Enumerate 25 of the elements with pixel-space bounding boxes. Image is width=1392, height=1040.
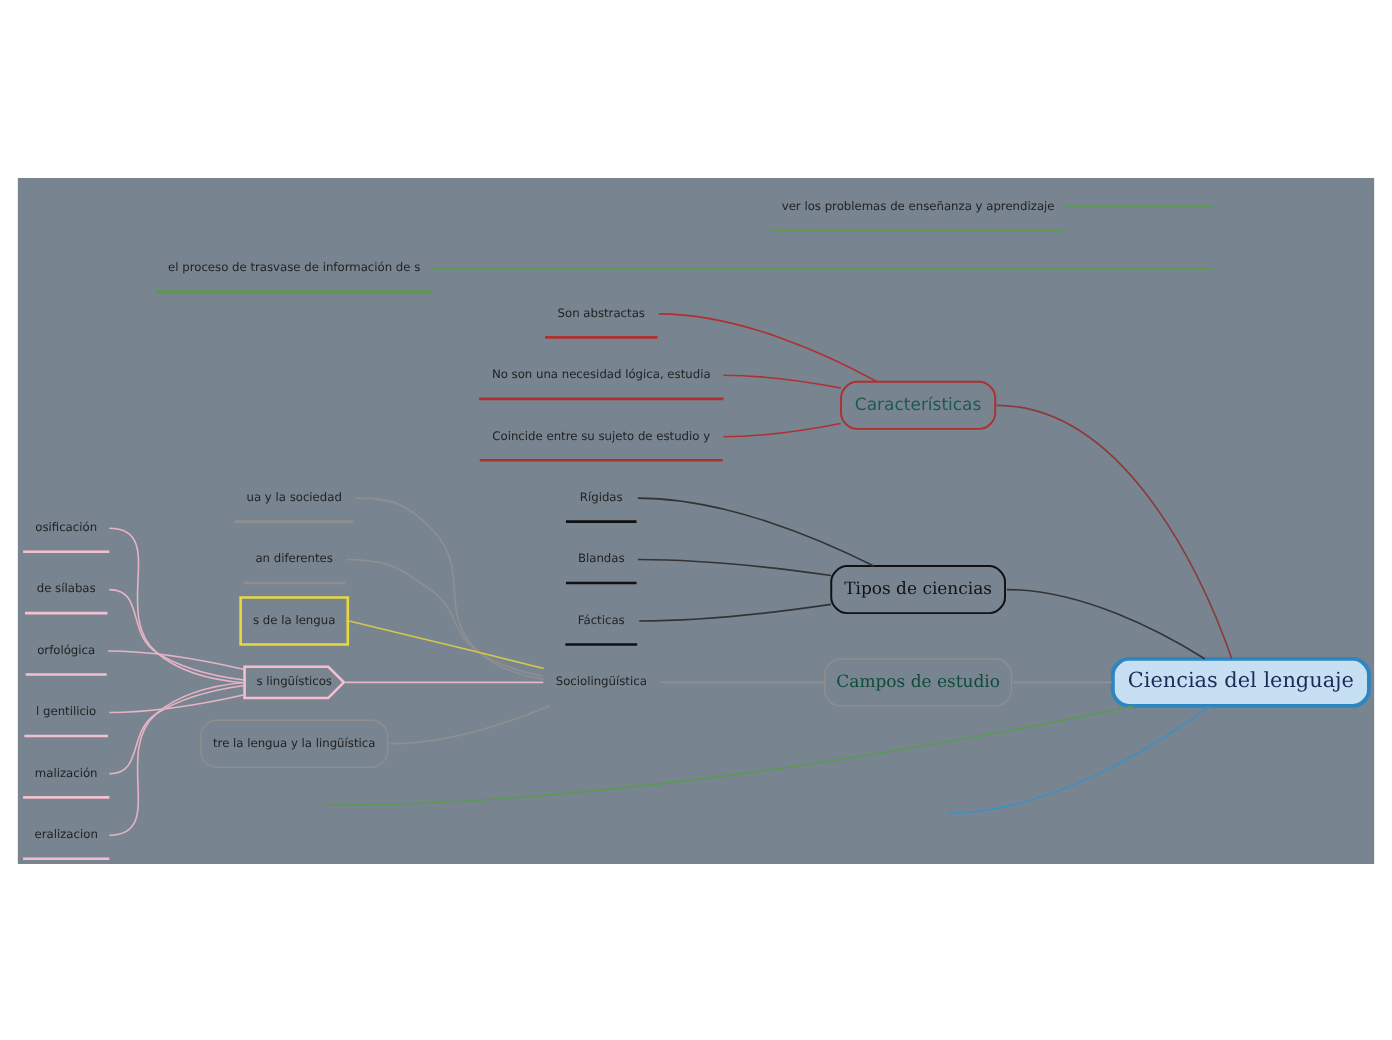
- connector: [1006, 587, 1206, 659]
- connector: [344, 680, 545, 683]
- connector: [722, 421, 842, 437]
- connector: [722, 373, 842, 388]
- connector: [995, 403, 1233, 659]
- node-box: Características: [840, 379, 997, 429]
- connector: [108, 587, 245, 680]
- connector: [107, 649, 245, 670]
- connector: [431, 266, 1214, 268]
- connector: [657, 312, 879, 382]
- connector: [637, 557, 832, 576]
- connector: [108, 692, 246, 713]
- connector: [108, 526, 245, 683]
- node-box: Ciencias del lenguaje: [1110, 655, 1371, 707]
- connector: [108, 683, 246, 774]
- connector: [345, 557, 544, 677]
- node-box: Tipos de ciencias: [830, 564, 1006, 614]
- connector: [638, 602, 832, 621]
- connector: [108, 680, 246, 836]
- connector: [354, 496, 545, 680]
- connector: [348, 619, 545, 669]
- connector: [637, 496, 875, 566]
- connector: [947, 704, 1211, 813]
- connector: [1065, 204, 1214, 207]
- connector: [323, 704, 1135, 805]
